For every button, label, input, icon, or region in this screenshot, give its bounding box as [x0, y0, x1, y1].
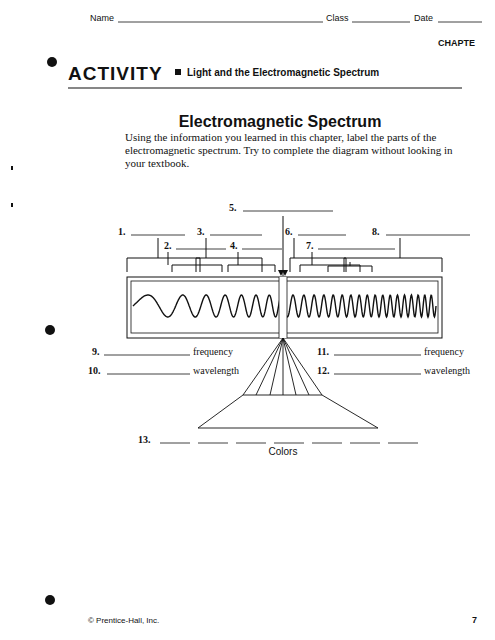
header-rule — [68, 87, 462, 88]
callout-number: 6. — [285, 226, 293, 238]
field-label: Class — [326, 13, 349, 23]
field-label: Date — [414, 13, 433, 23]
worksheet-title: Electromagnetic Spectrum — [179, 113, 382, 131]
callout-number: 1. — [118, 226, 126, 238]
answer-label: frequency — [424, 346, 464, 358]
callout-number: 9. — [92, 346, 100, 358]
arrowheads — [278, 270, 288, 276]
callout-number: 4. — [230, 240, 238, 252]
callout-number: 7. — [306, 240, 314, 252]
callout-number: 5. — [229, 202, 237, 214]
colors-label: Colors — [269, 446, 298, 458]
copyright: © Prentice-Hall, Inc. — [88, 616, 159, 625]
instructions: Using the information you learned in thi… — [125, 131, 470, 170]
callout-number: 8. — [372, 226, 380, 238]
activity-heading: ACTIVITY — [68, 63, 163, 85]
page-number: 7 — [472, 615, 477, 625]
square-bullet — [175, 69, 181, 75]
answer-label: wavelength — [193, 365, 239, 377]
field-label: Name — [90, 13, 114, 23]
activity-topic: Light and the Electromagnetic Spectrum — [187, 67, 379, 79]
callout-number: 2. — [164, 240, 172, 252]
chapter-tab: CHAPTE — [438, 38, 475, 48]
callout-number: 10. — [88, 365, 101, 377]
wave-box — [127, 277, 442, 338]
callout-number: 11. — [317, 346, 329, 358]
callout-number: 12. — [317, 365, 330, 377]
brackets — [127, 216, 442, 276]
punch-holes — [11, 57, 57, 605]
answer-label: frequency — [193, 346, 233, 358]
answer-label: wavelength — [424, 365, 470, 377]
callout-number: 13. — [138, 434, 151, 446]
callout-number: 3. — [197, 226, 205, 238]
answer-lines — [104, 22, 482, 443]
